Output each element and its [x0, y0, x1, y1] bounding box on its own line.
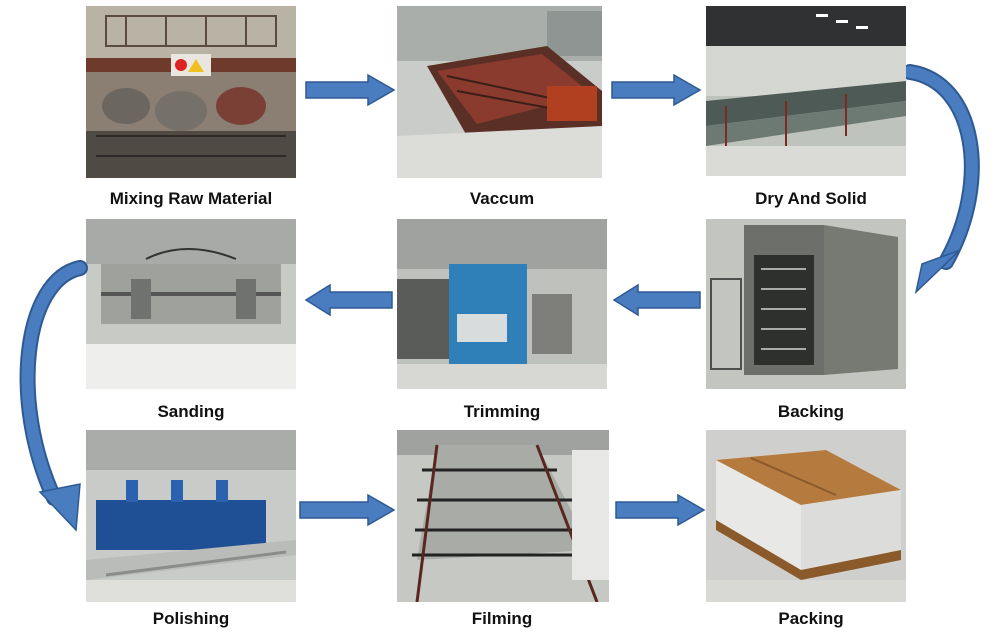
- packing-photo: [706, 430, 906, 602]
- step-packing: Packing: [706, 430, 916, 635]
- left-arrow: [612, 283, 702, 317]
- step-mixing-raw-material: Mixing Raw Material: [86, 6, 296, 211]
- step-dry-and-solid: Dry And Solid: [706, 6, 916, 211]
- right-arrow: [610, 73, 702, 107]
- trimming-photo: [397, 219, 607, 389]
- step-label: Backing: [777, 402, 845, 421]
- left-arrow: [304, 283, 394, 317]
- step-label: Trimming: [463, 402, 541, 421]
- step-label: Mixing Raw Material: [109, 189, 273, 208]
- step-backing: Backing: [706, 219, 916, 424]
- curved-down-arrow-left: [14, 260, 94, 532]
- step-vaccum: Vaccum: [397, 6, 607, 211]
- step-trimming: Trimming: [397, 219, 607, 424]
- dry-and-solid-photo: [706, 6, 906, 176]
- mixing-raw-material-photo: [86, 6, 296, 178]
- filming-photo: [397, 430, 609, 602]
- curved-down-arrow-right: [906, 62, 990, 298]
- step-label: Filming: [471, 609, 533, 628]
- step-label: Vaccum: [469, 189, 535, 208]
- step-label: Sanding: [157, 402, 225, 421]
- step-label: Dry And Solid: [755, 189, 867, 208]
- step-label: Polishing: [152, 609, 230, 628]
- right-arrow: [298, 493, 396, 527]
- step-label: Packing: [778, 609, 844, 628]
- right-arrow: [304, 73, 396, 107]
- sanding-photo: [86, 219, 296, 389]
- polishing-photo: [86, 430, 296, 602]
- step-sanding: Sanding: [86, 219, 296, 424]
- step-polishing: Polishing: [86, 430, 296, 635]
- backing-photo: [706, 219, 906, 389]
- vaccum-photo: [397, 6, 602, 178]
- step-filming: Filming: [397, 430, 609, 635]
- right-arrow: [614, 493, 706, 527]
